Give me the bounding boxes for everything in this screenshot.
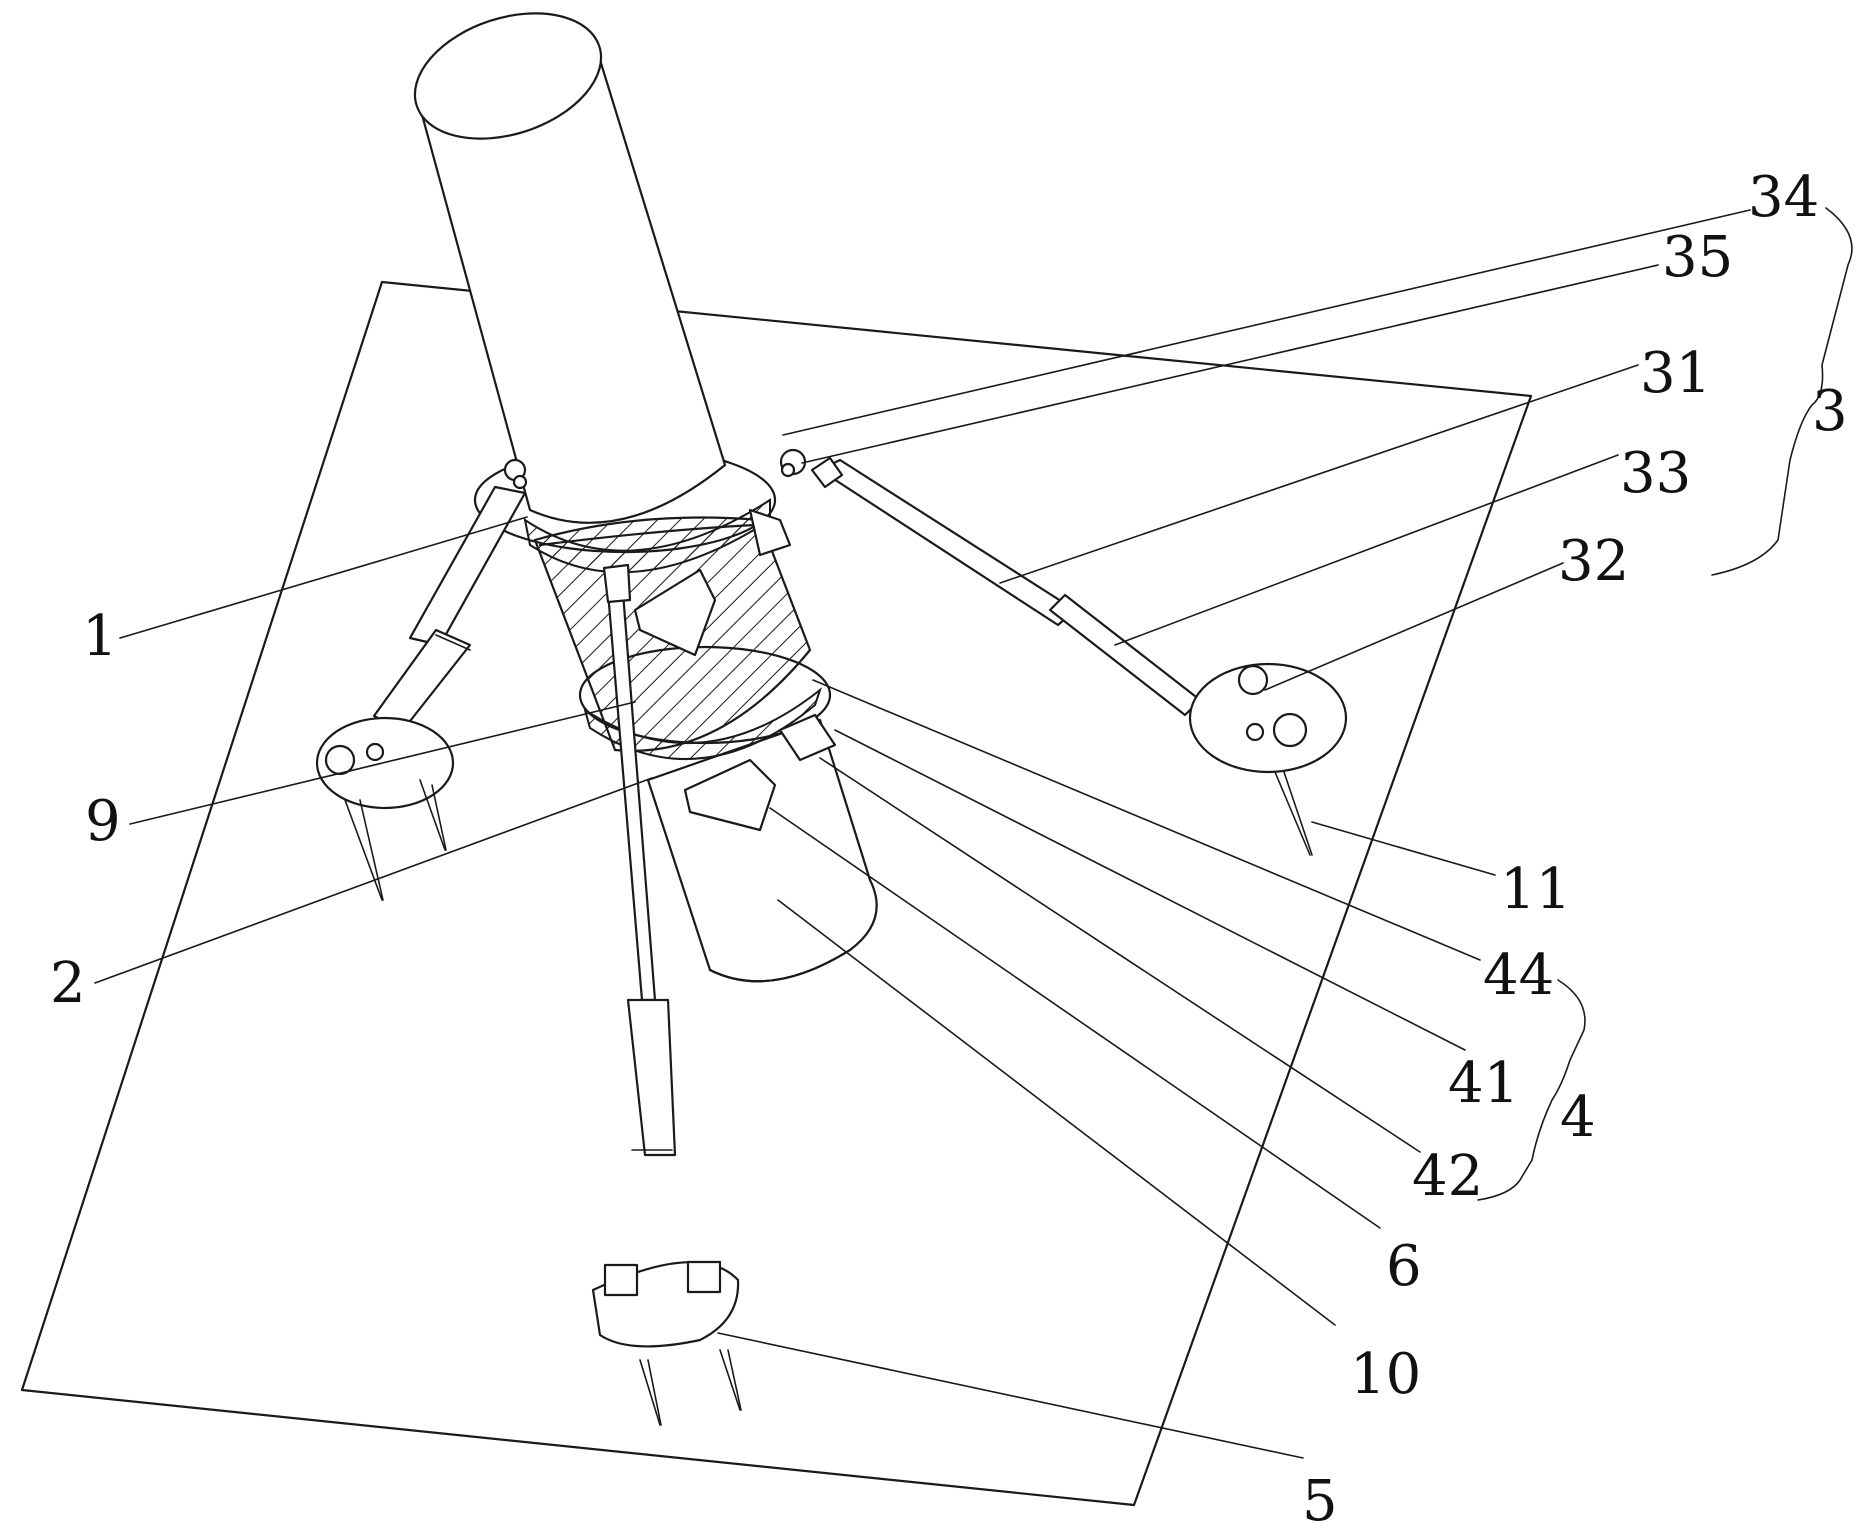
centre-foot-plate xyxy=(591,1260,742,1426)
right-foot-plate xyxy=(1188,662,1348,856)
top-cylinder xyxy=(413,12,727,524)
label-3: 3 xyxy=(1812,379,1848,444)
label-31: 31 xyxy=(1640,341,1711,406)
leader-31 xyxy=(999,364,1639,584)
leader-34 xyxy=(782,209,1751,436)
label-32: 32 xyxy=(1558,529,1629,594)
label-34: 34 xyxy=(1748,165,1819,230)
leader-2 xyxy=(94,777,653,984)
label-10: 10 xyxy=(1350,1342,1421,1407)
label-33: 33 xyxy=(1620,441,1691,506)
leader-11 xyxy=(1311,821,1496,876)
label-5: 5 xyxy=(1302,1469,1338,1530)
leader-5 xyxy=(717,1332,1304,1459)
leader-35 xyxy=(801,264,1659,464)
ground-plane xyxy=(20,280,1533,1507)
leader-10 xyxy=(777,899,1336,1326)
centre-leg xyxy=(602,563,677,1157)
label-9: 9 xyxy=(85,789,121,854)
left-leg xyxy=(372,458,528,732)
label-6: 6 xyxy=(1386,1234,1422,1299)
label-1: 1 xyxy=(82,604,118,669)
label-11: 11 xyxy=(1500,857,1571,922)
label-35: 35 xyxy=(1662,225,1733,290)
leader-41 xyxy=(834,729,1466,1051)
bracket-lower xyxy=(683,713,837,832)
brace-4 xyxy=(1477,979,1586,1201)
label-41: 41 xyxy=(1448,1051,1519,1116)
right-leg xyxy=(779,448,1202,717)
leader-6 xyxy=(769,807,1381,1229)
label-4: 4 xyxy=(1560,1085,1596,1150)
brace-3 xyxy=(1711,207,1853,576)
left-foot-plate xyxy=(315,716,455,901)
leader-9 xyxy=(129,701,636,825)
leader-44 xyxy=(812,679,1481,961)
label-2: 2 xyxy=(50,951,86,1016)
label-44: 44 xyxy=(1483,943,1554,1008)
bracket-upper xyxy=(633,508,792,657)
leader-33 xyxy=(1114,454,1619,646)
label-42: 42 xyxy=(1412,1144,1483,1209)
leader-1 xyxy=(119,516,528,639)
leader-32 xyxy=(1264,562,1564,691)
lower-hoop xyxy=(578,645,832,760)
leader-42 xyxy=(819,757,1421,1153)
